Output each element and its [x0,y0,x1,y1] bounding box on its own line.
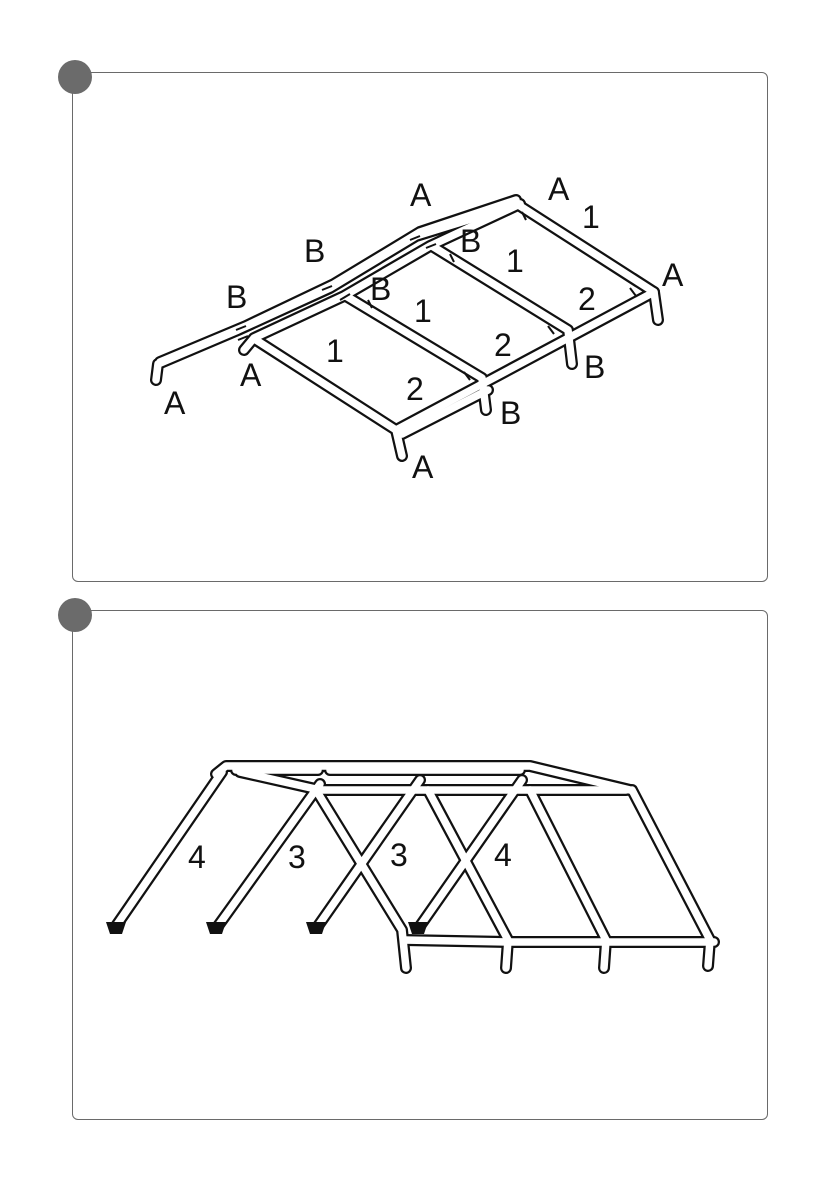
label-b-center: B [370,271,391,307]
label-1-back: 1 [582,199,600,235]
label-a-left-foot: A [164,385,186,421]
label-b-upper: B [460,223,481,259]
tube-core [116,772,222,926]
label-2-middle: 2 [494,327,512,363]
label-1-front: 1 [326,333,344,369]
label-1-upper: 1 [506,243,524,279]
label-a-back-foot: A [662,257,684,293]
leg-feet [106,922,428,934]
tube-core [396,292,654,430]
label-b-back-mid: B [584,349,605,385]
label-4-left: 4 [188,839,206,875]
label-3-left: 3 [288,839,306,875]
roof-frame-drawing [156,200,658,456]
label-a-front-foot: A [412,449,434,485]
label-a-ridge-end: A [548,171,570,207]
label-b-left-low: B [226,279,247,315]
tube-core [404,940,714,942]
label-2-front: 2 [406,371,424,407]
label-2-back: 2 [578,281,596,317]
label-a-front-gable: A [240,357,262,393]
label-b-front-mid: B [500,395,521,431]
label-1-middle: 1 [414,293,432,329]
label-3-right: 3 [390,837,408,873]
label-4-right: 4 [494,837,512,873]
label-b-left-high: B [304,233,325,269]
label-a-ridge-mid: A [410,177,432,213]
